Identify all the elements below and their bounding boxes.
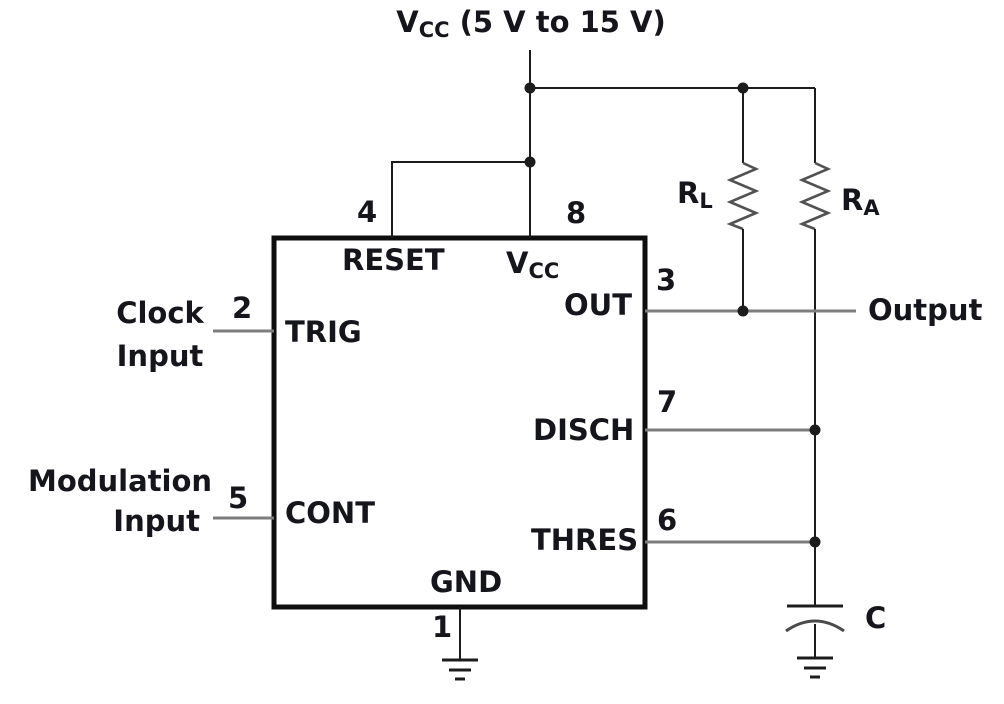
ic-pin-label-out: OUT (564, 288, 632, 322)
output-label: Output (868, 293, 983, 327)
clock-input-line1: Clock (116, 296, 204, 330)
rl-subscript: L (699, 189, 713, 213)
ic-pin-label-trig: TRIG (285, 315, 362, 349)
pin-number-1: 1 (432, 610, 453, 644)
ic-pin-label-thres: THRES (531, 523, 639, 557)
pin-number-8: 8 (566, 196, 587, 230)
ic-pin-label-gnd: GND (430, 565, 503, 599)
ic-pin-label-vcc: VCC (506, 247, 559, 284)
junction-dot-vcc-rail (524, 82, 536, 94)
resistor-rl-zigzag (726, 161, 760, 231)
pin-number-7: 7 (657, 385, 678, 419)
supply-voltage-symbol: V (396, 5, 419, 39)
capacitor-bottom-plate (785, 619, 845, 633)
ic-pin-label-cont: CONT (285, 496, 375, 530)
clock-input-line2: Input (116, 339, 204, 373)
ic-pin-label-disch: DISCH (533, 413, 635, 447)
ground-symbol-gnd (442, 658, 478, 681)
ic-pin-label-reset: RESET (342, 243, 445, 277)
modulation-input-line1: Modulation (28, 464, 213, 498)
supply-voltage-range: (5 V to 15 V) (449, 5, 666, 39)
pin-number-6: 6 (657, 503, 678, 537)
supply-voltage-subscript: CC (418, 18, 450, 42)
supply-voltage-label: VCC (5 V to 15 V) (396, 6, 665, 43)
junction-dot-thres-cap (809, 536, 821, 548)
junction-dot-disch-ra (809, 424, 821, 436)
junction-dot-reset-jumper (524, 156, 536, 168)
junction-dot-rl-top (737, 82, 749, 94)
resistor-ra-zigzag (798, 161, 832, 231)
ra-main: R (841, 183, 864, 217)
resistor-rl-label: RL (677, 177, 713, 214)
pin-number-2: 2 (232, 291, 253, 325)
resistor-ra-label: RA (841, 184, 880, 221)
ic-pin-vcc-main: V (506, 246, 529, 280)
pin-number-3: 3 (656, 263, 677, 297)
modulation-input-label: Modulation Input (28, 461, 213, 541)
ic-pin-vcc-subscript: CC (528, 259, 560, 283)
junction-dot-out-rl (737, 305, 749, 317)
pin-number-4: 4 (357, 195, 378, 229)
pin-number-5: 5 (228, 481, 249, 515)
ra-subscript: A (863, 196, 880, 220)
rl-main: R (677, 176, 700, 210)
clock-input-label: Clock Input (104, 292, 216, 378)
ground-symbol-capacitor (797, 656, 833, 679)
modulation-input-line2: Input (113, 504, 200, 538)
reset-to-vcc-jumper-wire (391, 161, 530, 238)
capacitor-label: C (865, 601, 887, 635)
